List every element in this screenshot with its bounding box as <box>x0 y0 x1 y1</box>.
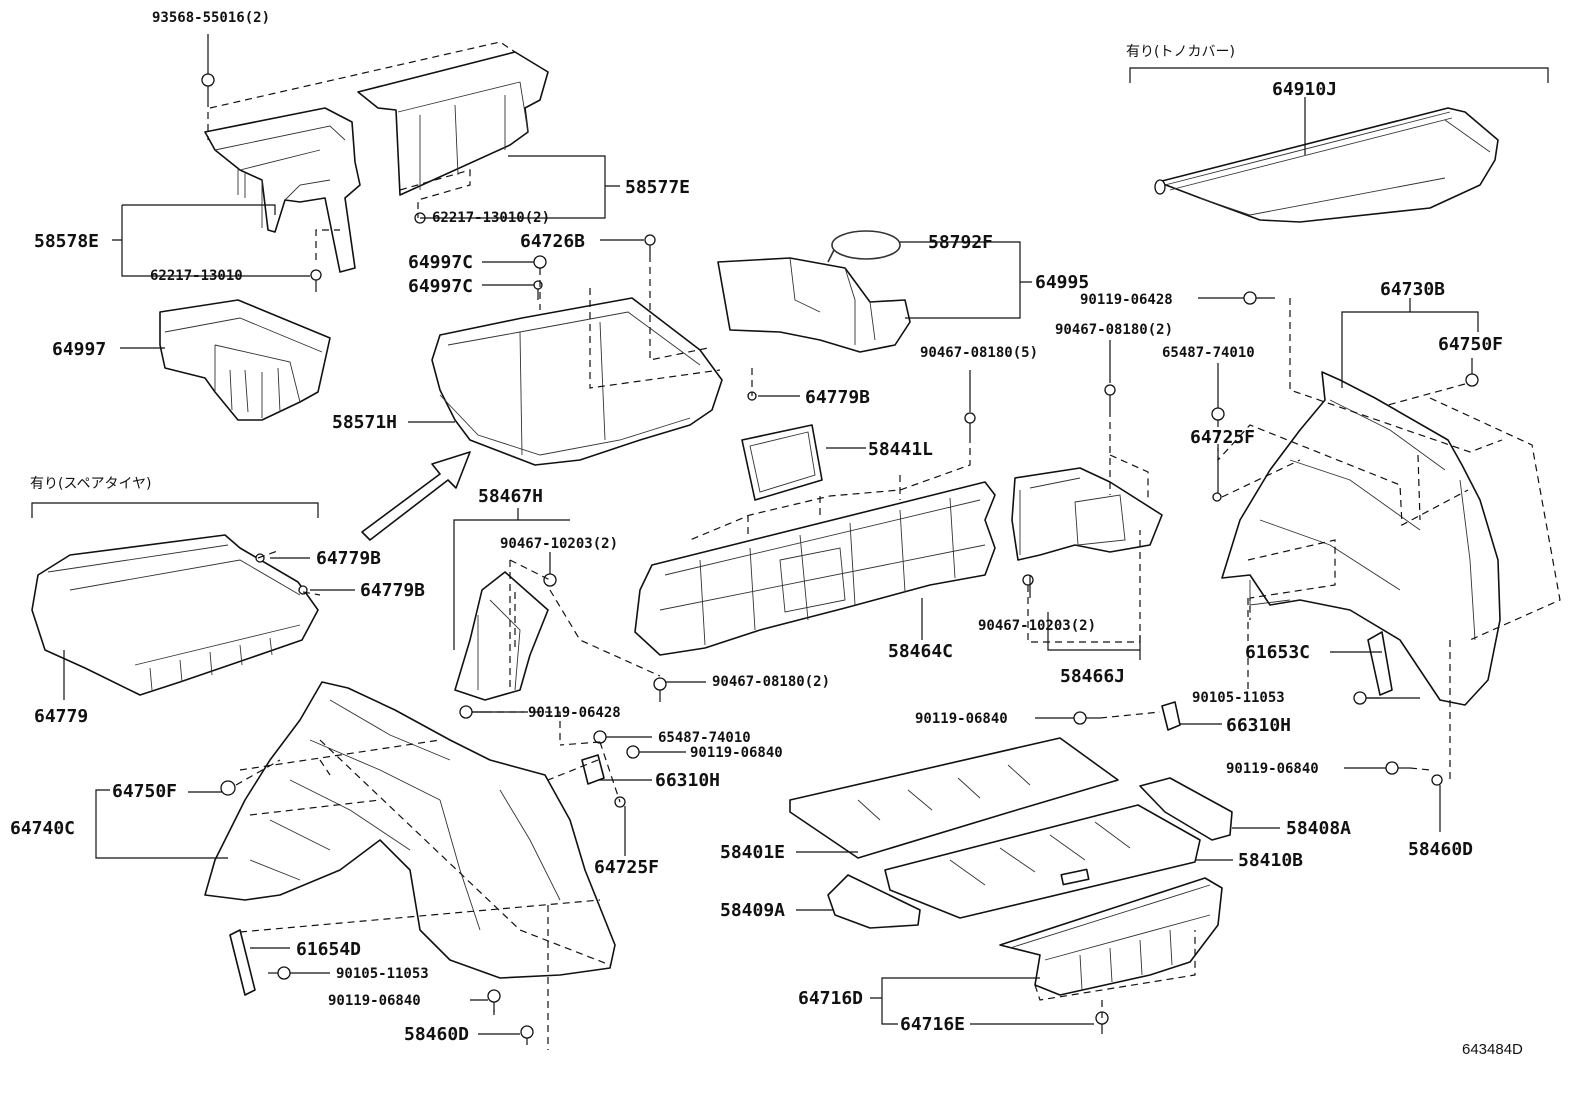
label-58578E[interactable]: 58578E <box>34 231 99 252</box>
part-58792F-drawing <box>827 230 901 263</box>
label-64779B-c[interactable]: 64779B <box>360 580 425 601</box>
label-58460D-r[interactable]: 58460D <box>1408 839 1473 860</box>
label-62217-13010[interactable]: 62217-13010 <box>150 268 243 284</box>
label-90467-08180-2-r[interactable]: 90467-08180(2) <box>1055 322 1173 338</box>
label-90119-06840-c[interactable]: 90119-06840 <box>690 745 783 761</box>
label-58408A[interactable]: 58408A <box>1286 818 1351 839</box>
label-90119-06840-m[interactable]: 90119-06840 <box>915 711 1008 727</box>
label-65487-74010-r[interactable]: 65487-74010 <box>1162 345 1255 361</box>
label-62217-13010-2[interactable]: 62217-13010(2) <box>432 210 550 226</box>
part-58409A-drawing <box>827 874 921 929</box>
label-64779[interactable]: 64779 <box>34 706 88 727</box>
label-90467-08180-2-c[interactable]: 90467-08180(2) <box>712 674 830 690</box>
label-58441L[interactable]: 58441L <box>868 439 933 460</box>
label-65487-74010-c[interactable]: 65487-74010 <box>658 730 751 746</box>
reference-code: 643484D <box>1462 1041 1523 1058</box>
label-64716D[interactable]: 64716D <box>798 988 863 1009</box>
part-64730B-drawing <box>1221 371 1501 706</box>
label-58577E[interactable]: 58577E <box>625 177 690 198</box>
part-58408A-drawing <box>1139 777 1233 841</box>
label-90467-10203-2-b[interactable]: 90467-10203(2) <box>978 618 1096 634</box>
label-64779B-a[interactable]: 64779B <box>805 387 870 408</box>
part-64740C-drawing <box>204 681 616 979</box>
label-61654D[interactable]: 61654D <box>296 939 361 960</box>
label-64995[interactable]: 64995 <box>1035 272 1089 293</box>
label-58409A[interactable]: 58409A <box>720 900 785 921</box>
part-58578E-drawing <box>204 107 361 273</box>
group-spare-tire: 有り(スペアタイヤ) <box>30 476 152 492</box>
label-93568-55016[interactable]: 93568-55016(2) <box>152 10 270 26</box>
part-58466J-drawing <box>1011 467 1163 561</box>
label-58792F[interactable]: 58792F <box>928 232 993 253</box>
label-64725F-c[interactable]: 64725F <box>594 857 659 878</box>
part-61653C-drawing <box>1367 631 1393 696</box>
part-58464C-drawing <box>634 481 996 656</box>
label-64997C-b[interactable]: 64997C <box>408 276 473 297</box>
label-90119-06428-c[interactable]: 90119-06428 <box>528 705 621 721</box>
label-66310H-c[interactable]: 66310H <box>655 770 720 791</box>
group-tonneau-cover: 有り(トノカバー) <box>1126 44 1235 60</box>
label-64725F-r[interactable]: 64725F <box>1190 427 1255 448</box>
label-90467-08180-5[interactable]: 90467-08180(5) <box>920 345 1038 361</box>
label-58464C[interactable]: 58464C <box>888 641 953 662</box>
label-90105-11053-r[interactable]: 90105-11053 <box>1192 690 1285 706</box>
label-64740C[interactable]: 64740C <box>10 818 75 839</box>
spare-tire-bracket <box>31 502 319 518</box>
assembly-lines <box>207 41 1561 1050</box>
label-64910J[interactable]: 64910J <box>1272 79 1337 100</box>
label-90467-10203-2-a[interactable]: 90467-10203(2) <box>500 536 618 552</box>
label-58466J[interactable]: 58466J <box>1060 666 1125 687</box>
label-61653C[interactable]: 61653C <box>1245 642 1310 663</box>
part-61654D-drawing <box>229 929 256 996</box>
direction-arrow <box>361 451 471 541</box>
label-58401E[interactable]: 58401E <box>720 842 785 863</box>
label-64779B-b[interactable]: 64779B <box>316 548 381 569</box>
part-58571H-drawing <box>431 297 723 466</box>
part-58410B-drawing <box>884 804 1201 919</box>
label-64997[interactable]: 64997 <box>52 339 106 360</box>
label-64730B[interactable]: 64730B <box>1380 279 1445 300</box>
part-58441L-drawing <box>741 424 823 501</box>
label-64716E[interactable]: 64716E <box>900 1014 965 1035</box>
part-58401E-drawing <box>789 737 1119 859</box>
label-90105-11053-l[interactable]: 90105-11053 <box>336 966 429 982</box>
label-66310H-r[interactable]: 66310H <box>1226 715 1291 736</box>
part-64995-drawing <box>717 257 911 353</box>
part-64910J-drawing <box>1154 107 1499 223</box>
label-64750F-r[interactable]: 64750F <box>1438 334 1503 355</box>
part-58467H-drawing <box>454 571 549 701</box>
part-64779-drawing <box>31 534 319 696</box>
part-64997-drawing <box>159 299 331 421</box>
label-58460D-l[interactable]: 58460D <box>404 1024 469 1045</box>
leader-lines <box>63 34 1549 1035</box>
label-90119-06840-r[interactable]: 90119-06840 <box>1226 761 1319 777</box>
label-90119-06428-r[interactable]: 90119-06428 <box>1080 292 1173 308</box>
label-64726B[interactable]: 64726B <box>520 231 585 252</box>
label-58571H[interactable]: 58571H <box>332 412 397 433</box>
label-58410B[interactable]: 58410B <box>1238 850 1303 871</box>
label-90119-06840-l[interactable]: 90119-06840 <box>328 993 421 1009</box>
labels: 93568-55016(2) 58577E 62217-13010(2) 585… <box>10 10 1523 1058</box>
label-64997C-a[interactable]: 64997C <box>408 252 473 273</box>
part-58577E-drawing <box>357 51 549 196</box>
label-58467H[interactable]: 58467H <box>478 486 543 507</box>
part-64716D-drawing <box>999 877 1223 996</box>
label-64750F-l[interactable]: 64750F <box>112 781 177 802</box>
